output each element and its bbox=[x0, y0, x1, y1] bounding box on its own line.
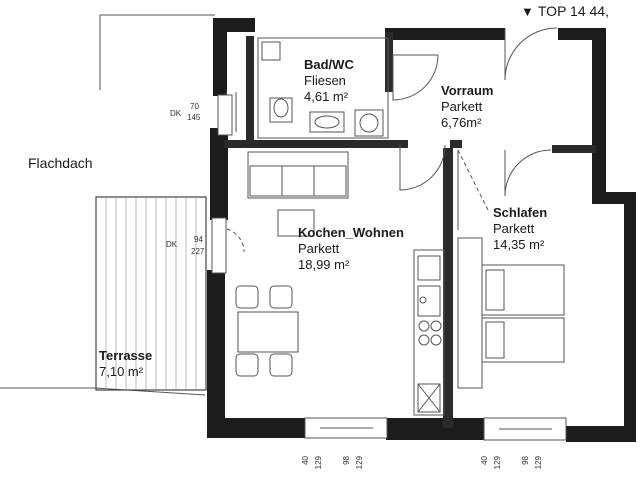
bedroom-furniture bbox=[457, 237, 565, 389]
living-furniture bbox=[235, 151, 445, 416]
triangle-down-icon: ▼ bbox=[521, 3, 534, 19]
room-living-area: 18,99 m² bbox=[298, 257, 350, 272]
room-hall-floor: Parkett bbox=[441, 99, 483, 114]
window-bl-b1: 98 bbox=[342, 456, 351, 465]
room-bath-area: 4,61 m² bbox=[304, 89, 349, 104]
living-window-bottom: 227 bbox=[191, 247, 205, 256]
living-window-tag: DK bbox=[166, 240, 178, 249]
bath-window-tag: DK bbox=[170, 109, 182, 118]
room-terrace-area: 7,10 m² bbox=[99, 364, 144, 379]
window-frames bbox=[211, 94, 567, 441]
window-br-a1: 40 bbox=[480, 456, 489, 465]
room-bath-name: Bad/WC bbox=[304, 57, 354, 72]
room-bath-floor: Fliesen bbox=[304, 73, 346, 88]
interior-walls bbox=[224, 32, 596, 428]
room-bedroom-floor: Parkett bbox=[493, 221, 535, 236]
window-bl-a1: 40 bbox=[301, 456, 310, 465]
bath-window-bottom: 145 bbox=[187, 113, 201, 122]
room-living: Kochen_Wohnen Parkett 18,99 m² bbox=[298, 226, 404, 271]
room-hall-name: Vorraum bbox=[441, 83, 494, 98]
room-bedroom-area: 14,35 m² bbox=[493, 237, 545, 252]
bath-window-top: 70 bbox=[190, 102, 199, 111]
terrace-deck bbox=[95, 196, 207, 391]
exterior-walls bbox=[207, 18, 636, 442]
room-bath: Bad/WC Fliesen 4,61 m² bbox=[304, 58, 354, 103]
window-br-b2: 129 bbox=[534, 456, 543, 470]
exterior-lines bbox=[0, 14, 215, 396]
room-terrace-name: Terrasse bbox=[99, 348, 153, 363]
window-br-a2: 129 bbox=[493, 456, 502, 470]
room-terrace: Terrasse 7,10 m² bbox=[99, 349, 152, 378]
living-window-top: 94 bbox=[194, 235, 203, 244]
room-bedroom-name: Schlafen bbox=[493, 205, 548, 220]
window-bl-b2: 129 bbox=[355, 456, 364, 470]
room-hall: Vorraum Parkett 6,76m² bbox=[441, 84, 494, 129]
room-living-name: Kochen_Wohnen bbox=[298, 225, 404, 240]
room-bedroom: Schlafen Parkett 14,35 m² bbox=[493, 206, 547, 251]
roof-label: Flachdach bbox=[28, 155, 93, 171]
window-br-b1: 98 bbox=[521, 456, 530, 465]
room-hall-area: 6,76m² bbox=[441, 115, 482, 130]
top-label: ▼ TOP 14 44, bbox=[521, 4, 609, 18]
room-living-floor: Parkett bbox=[298, 241, 340, 256]
top-label-text: TOP 14 44, bbox=[537, 3, 609, 19]
window-bl-a2: 129 bbox=[314, 456, 323, 470]
